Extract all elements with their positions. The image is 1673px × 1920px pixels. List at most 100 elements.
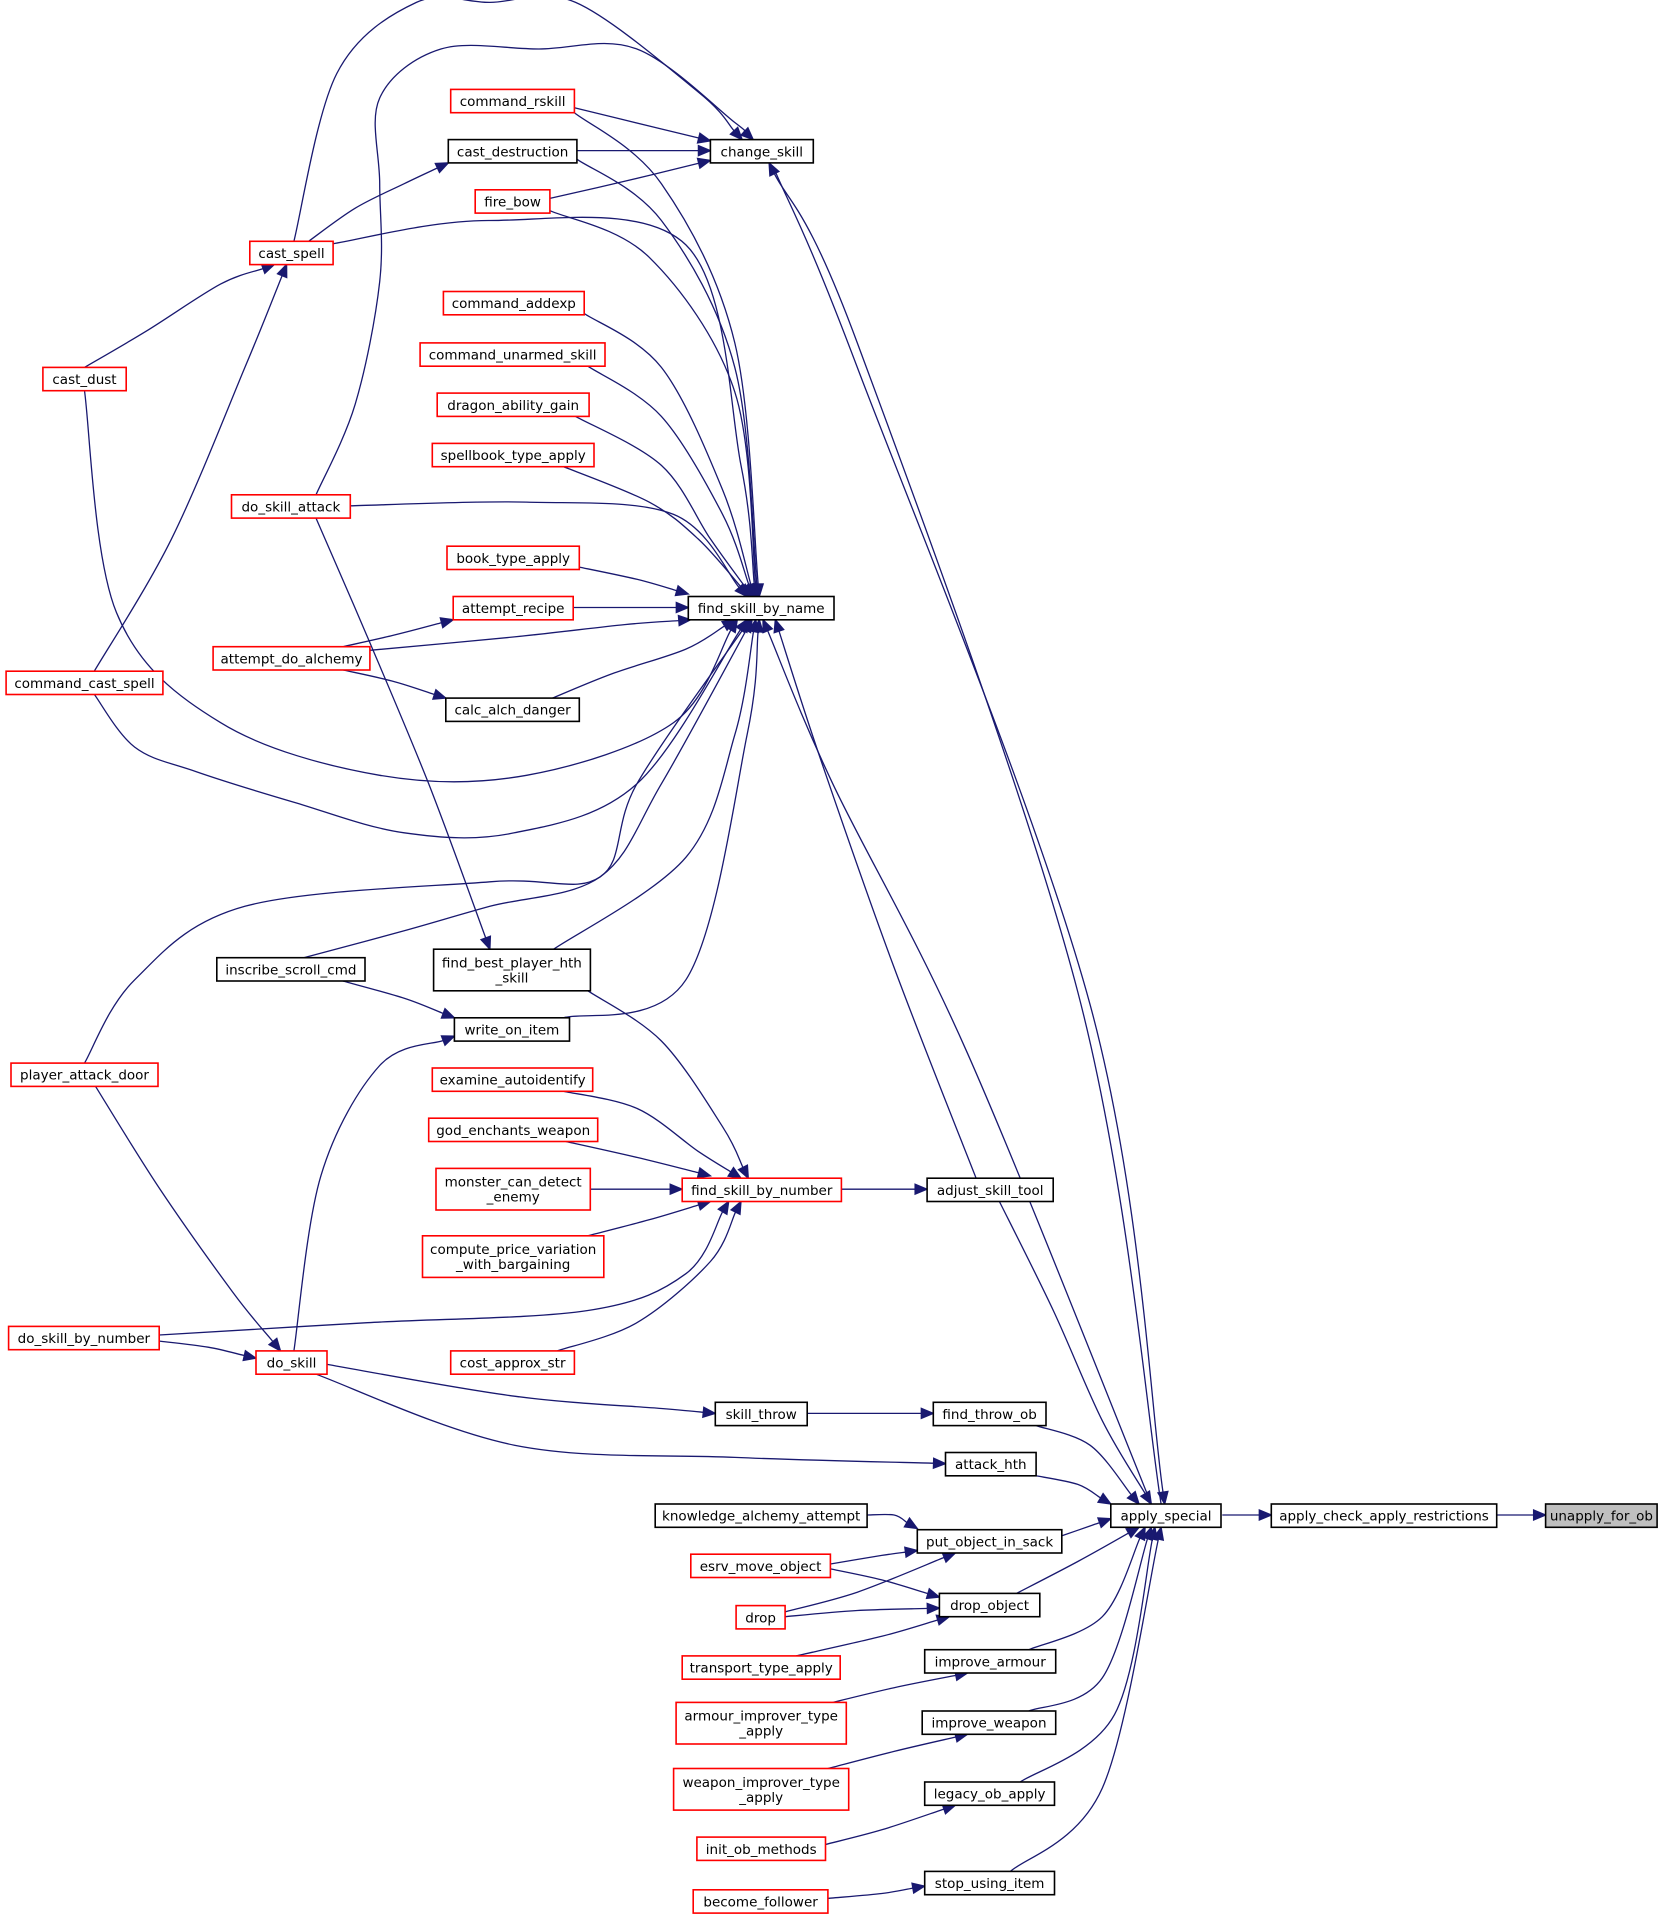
node-spellbook-type-apply[interactable]: spellbook_type_apply — [431, 442, 595, 468]
edge-cast_dust-to-find_skill_by_name — [83, 390, 739, 783]
node-cast-spell[interactable]: cast_spell — [249, 240, 334, 266]
edge-line — [159, 1211, 724, 1336]
edge-line — [1028, 1537, 1141, 1651]
node-box — [431, 442, 595, 468]
node-drop[interactable]: drop — [735, 1604, 786, 1630]
node-knowledge-alchemy-attempt[interactable]: knowledge_alchemy_attempt — [654, 1503, 868, 1529]
arrowhead-icon — [702, 1406, 717, 1419]
node-box — [431, 1067, 594, 1093]
node-write-on-item[interactable]: write_on_item — [453, 1016, 571, 1042]
node-book-type-apply[interactable]: book_type_apply — [446, 545, 581, 571]
node-command-rskill[interactable]: command_rskill — [449, 88, 576, 114]
node-init-ob-methods[interactable]: init_ob_methods — [696, 1836, 827, 1862]
node-change-skill[interactable]: change_skill — [709, 138, 815, 164]
edge-drop-to-drop_object — [785, 1602, 942, 1618]
edge-line — [998, 1201, 1146, 1494]
edge-line — [315, 1373, 934, 1464]
node-label: do_skill — [267, 1356, 317, 1372]
node-box — [216, 956, 366, 982]
node-cast-dust[interactable]: cast_dust — [42, 366, 128, 392]
edge-do_skill_attack-to-find_skill_by_name — [350, 501, 749, 598]
node-do-skill-attack[interactable]: do_skill_attack — [230, 493, 352, 519]
node-label: command_cast_spell — [14, 676, 154, 692]
edge-command_unarmed_skill-to-find_skill_by_name — [587, 365, 755, 599]
node-become-follower[interactable]: become_follower — [692, 1889, 829, 1914]
node-find-skill-by-number[interactable]: find_skill_by_number — [681, 1177, 843, 1203]
arrowhead-icon — [1152, 1525, 1165, 1541]
node-label: command_unarmed_skill — [429, 348, 597, 364]
arrowhead-icon — [729, 1199, 742, 1216]
node-player-attack-door[interactable]: player_attack_door — [10, 1062, 159, 1088]
node-label: calc_alch_danger — [454, 703, 571, 719]
node-attack-hth[interactable]: attack_hth — [944, 1451, 1037, 1477]
arrowhead-icon — [675, 601, 690, 614]
node-unapply-for-ob[interactable]: unapply_for_ob — [1544, 1503, 1658, 1529]
arrowhead-icon — [1156, 1490, 1169, 1506]
edge-god_enchants_weapon-to-find_skill_by_number — [565, 1140, 713, 1179]
arrowhead-icon — [1139, 1490, 1153, 1506]
edge-command_addexp-to-find_skill_by_name — [583, 312, 757, 599]
node-esrv-move-object[interactable]: esrv_move_object — [689, 1553, 832, 1579]
node-attempt-recipe[interactable]: attempt_recipe — [452, 595, 575, 621]
arrowhead-icon — [729, 126, 744, 141]
node-cast-destruction[interactable]: cast_destruction — [447, 138, 578, 164]
node-do-skill[interactable]: do_skill — [255, 1350, 328, 1376]
node-weapon-improver-type-apply[interactable]: weapon_improver_type_apply — [672, 1767, 850, 1811]
edge-attempt_recipe-to-find_skill_by_name — [573, 601, 690, 614]
node-box — [923, 1870, 1056, 1896]
edge-line — [825, 1808, 945, 1846]
edge-line — [333, 216, 755, 585]
node-god-enchants-weapon[interactable]: god_enchants_weapon — [427, 1117, 599, 1143]
node-command-addexp[interactable]: command_addexp — [442, 290, 585, 316]
node-apply-check-apply-restrictions[interactable]: apply_check_apply_restrictions — [1270, 1503, 1498, 1529]
node-command-unarmed-skill[interactable]: command_unarmed_skill — [419, 342, 606, 367]
arrowhead-icon — [440, 1035, 456, 1047]
node-skill-throw[interactable]: skill_throw — [714, 1401, 808, 1427]
arrowhead-icon — [276, 262, 288, 279]
node-label: attempt_do_alchemy — [221, 651, 363, 667]
edge-find_skill_by_number-to-adjust_skill_tool — [841, 1183, 929, 1196]
arrowhead-icon — [434, 162, 450, 174]
node-apply-special[interactable]: apply_special — [1110, 1503, 1222, 1529]
arrowhead-icon — [696, 157, 713, 170]
node-transport-type-apply[interactable]: transport_type_apply — [681, 1655, 842, 1681]
node-label: put_object_in_sack — [926, 1534, 1053, 1550]
node-adjust-skill-tool[interactable]: adjust_skill_tool — [926, 1177, 1054, 1203]
node-monster-can-detect-enemy[interactable]: monster_can_detect_enemy — [435, 1167, 592, 1211]
node-fire-bow[interactable]: fire_bow — [474, 189, 551, 214]
node-find-throw-ob[interactable]: find_throw_ob — [932, 1401, 1047, 1427]
node-label: do_skill_attack — [241, 499, 340, 515]
node-armour-improver-type-apply[interactable]: armour_improver_type_apply — [675, 1701, 848, 1745]
node-cost-approx-str[interactable]: cost_approx_str — [449, 1350, 576, 1376]
node-improve-armour[interactable]: improve_armour — [923, 1648, 1057, 1674]
node-label: skill_throw — [726, 1407, 797, 1423]
arrowhead-icon — [762, 618, 774, 634]
arrowhead-icon — [431, 688, 448, 700]
edge-line — [563, 465, 742, 588]
node-drop-object[interactable]: drop_object — [938, 1592, 1041, 1618]
node-find-best-player-hth-skill[interactable]: find_best_player_hth_skill — [432, 948, 592, 992]
node-examine-autoidentify[interactable]: examine_autoidentify — [431, 1067, 594, 1093]
node-find-skill-by-name[interactable]: find_skill_by_name — [687, 595, 835, 621]
node-do-skill-by-number[interactable]: do_skill_by_number — [7, 1325, 161, 1351]
arrowhead-icon — [1126, 1490, 1141, 1506]
node-command-cast-spell[interactable]: command_cast_spell — [5, 670, 164, 696]
node-attempt-do-alchemy[interactable]: attempt_do_alchemy — [212, 645, 371, 671]
function-nodes: unapply_for_ob apply_check_apply_restrict… — [5, 88, 1658, 1914]
node-box — [944, 1451, 1037, 1477]
node-calc-alch-danger[interactable]: calc_alch_danger — [444, 697, 581, 723]
arrowhead-icon — [739, 126, 755, 141]
node-inscribe-scroll-cmd[interactable]: inscribe_scroll_cmd — [216, 956, 366, 982]
node-stop-using-item[interactable]: stop_using_item — [923, 1870, 1056, 1896]
node-improve-weapon[interactable]: improve_weapon — [921, 1710, 1057, 1736]
node-box — [696, 1836, 827, 1862]
node-put-object-in-sack[interactable]: put_object_in_sack — [916, 1528, 1063, 1554]
edge-do_skill_attack-to-find_best_player_hth_skill — [315, 517, 492, 951]
node-dragon-ability-gain[interactable]: dragon_ability_gain — [436, 392, 590, 418]
node-legacy-ob-apply[interactable]: legacy_ob_apply — [923, 1781, 1056, 1807]
node-label: improve_weapon — [931, 1716, 1046, 1732]
node-label: _apply — [738, 1790, 783, 1806]
node-compute-price-variation-with-bargaining[interactable]: compute_price_variation_with_bargaining — [421, 1235, 605, 1279]
edge-line — [574, 107, 699, 139]
